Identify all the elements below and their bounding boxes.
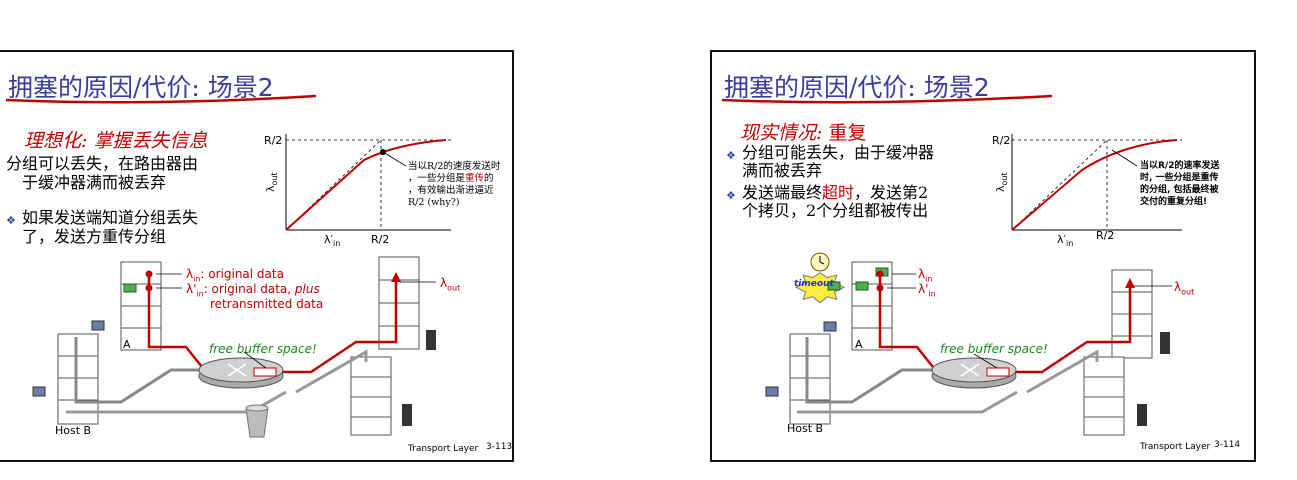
router-buffer	[253, 367, 277, 377]
link-host-b	[74, 337, 206, 404]
subtitle: 现实情况: 重复	[740, 122, 867, 144]
server-icon	[426, 330, 436, 350]
host-b-label: Host B	[787, 422, 824, 435]
footer-title: Transport Layer	[1140, 442, 1211, 452]
para-line-2: 于缓冲器满而被丢弃	[22, 173, 167, 192]
bullet-line-2: 了，发送方重传分组	[22, 227, 167, 246]
bullet-1-line-1: 分组可能丢失，由于缓冲器	[742, 143, 935, 162]
subtitle: 理想化: 掌握丢失信息	[24, 130, 208, 152]
graph-note-pointer	[1111, 149, 1138, 167]
lambda-out-label: λout	[440, 276, 461, 293]
router-buffer	[986, 367, 1010, 377]
server-icon	[1160, 332, 1170, 354]
laptop-icon-2	[32, 386, 46, 397]
link-host-b	[805, 337, 937, 404]
lambda-in-label: λin	[918, 267, 933, 284]
graph-x-label: λ′in	[324, 233, 341, 249]
page-number: 3-114	[1214, 440, 1241, 450]
server-icon-2	[402, 404, 412, 426]
title-underline	[721, 94, 1053, 104]
graph-throughput-curve	[285, 139, 447, 231]
packet	[123, 283, 137, 293]
slide-drawing	[5, 94, 451, 438]
slide-title: 拥塞的原因/代价: 场景2	[8, 73, 274, 102]
link-host-d	[1026, 349, 1099, 394]
graph-x-tick: R/2	[371, 233, 390, 246]
laptop-icon-2	[765, 386, 779, 397]
bullet-1-line-2: 满而被丢弃	[742, 161, 823, 180]
slide-3-114: 拥塞的原因/代价: 场景2 现实情况: 重复 ❖ 分组可能丢失，由于缓冲器 满而…	[710, 50, 1256, 462]
retransmitted-label: retransmitted data	[210, 297, 324, 311]
host-d-box	[350, 356, 392, 436]
packet-timeout	[827, 281, 841, 291]
free-buffer-label: free buffer space!	[940, 342, 1048, 356]
graph-note-pointer	[382, 151, 407, 167]
graph-ideal-line	[285, 139, 382, 231]
laptop-icon	[91, 320, 105, 331]
laptop-icon	[823, 321, 837, 332]
graph-note: 当以R/2的速度发送时 ，一些分组是重传的 ，有效输出渐进逼近 R/2 (why…	[408, 161, 501, 208]
trash-can-icon	[245, 407, 269, 438]
packet-copy	[855, 281, 869, 291]
bullet-2-line-2: 个拷贝，2个分组都被传出	[742, 201, 929, 220]
footer-title: Transport Layer	[408, 444, 479, 454]
slide-title: 拥塞的原因/代价: 场景2	[724, 73, 990, 102]
graph-note: 当以R/2的速率发送 时, 一些分组是重传 的分组, 包括最终被 交付的重复分组…	[1140, 161, 1220, 207]
para-line-1: 分组可以丢失，在路由器由	[6, 154, 199, 173]
graph-x-tick: R/2	[1096, 229, 1115, 242]
bullet-line-1: 如果发送端知道分组丢失	[22, 208, 199, 227]
timeout-label: timeout	[794, 279, 834, 289]
graph-ideal-line	[1011, 139, 1108, 231]
page-number: 3-113	[486, 442, 513, 452]
host-b-box	[789, 333, 831, 425]
host-b-box	[57, 333, 99, 425]
lambda-out-label: λout	[1174, 280, 1195, 297]
slide-drawing	[721, 94, 1182, 436]
arrow-up	[1125, 278, 1135, 288]
timeout-burst	[794, 272, 846, 304]
lambda-in-prime-label: λ'in: original data, plus	[186, 282, 320, 299]
title-underline	[5, 94, 317, 104]
link-host-d	[295, 349, 368, 394]
graph-y-label: λout	[994, 172, 1010, 192]
lambda-in-label: λin: original data	[186, 267, 284, 284]
graph-throughput-curve	[1011, 139, 1178, 231]
free-buffer-label: free buffer space!	[209, 342, 317, 356]
bullet-2-line-1: 发送端最终超时，发送第2	[742, 183, 929, 202]
lambda-in-prime-label: λ'in	[918, 282, 936, 299]
bullet-icon-2: ❖	[726, 189, 736, 202]
slide-3-113: 拥塞的原因/代价: 场景2 理想化: 掌握丢失信息 分组可以丢失，在路由器由 于…	[0, 50, 514, 462]
bullet-icon: ❖	[6, 214, 16, 227]
graph-y-label: λout	[264, 172, 280, 192]
server-icon-2	[1137, 404, 1147, 426]
graph-y-tick: R/2	[992, 134, 1011, 147]
link-lower	[797, 390, 1018, 414]
arrow-up	[391, 272, 401, 282]
host-a-label: A	[123, 338, 131, 351]
bullet-icon: ❖	[726, 149, 736, 162]
host-a-label: A	[855, 338, 863, 351]
graph-x-label: λ′in	[1057, 233, 1074, 249]
graph-y-tick: R/2	[264, 134, 283, 147]
host-b-label: Host B	[55, 424, 92, 437]
host-d-box	[1083, 356, 1125, 436]
